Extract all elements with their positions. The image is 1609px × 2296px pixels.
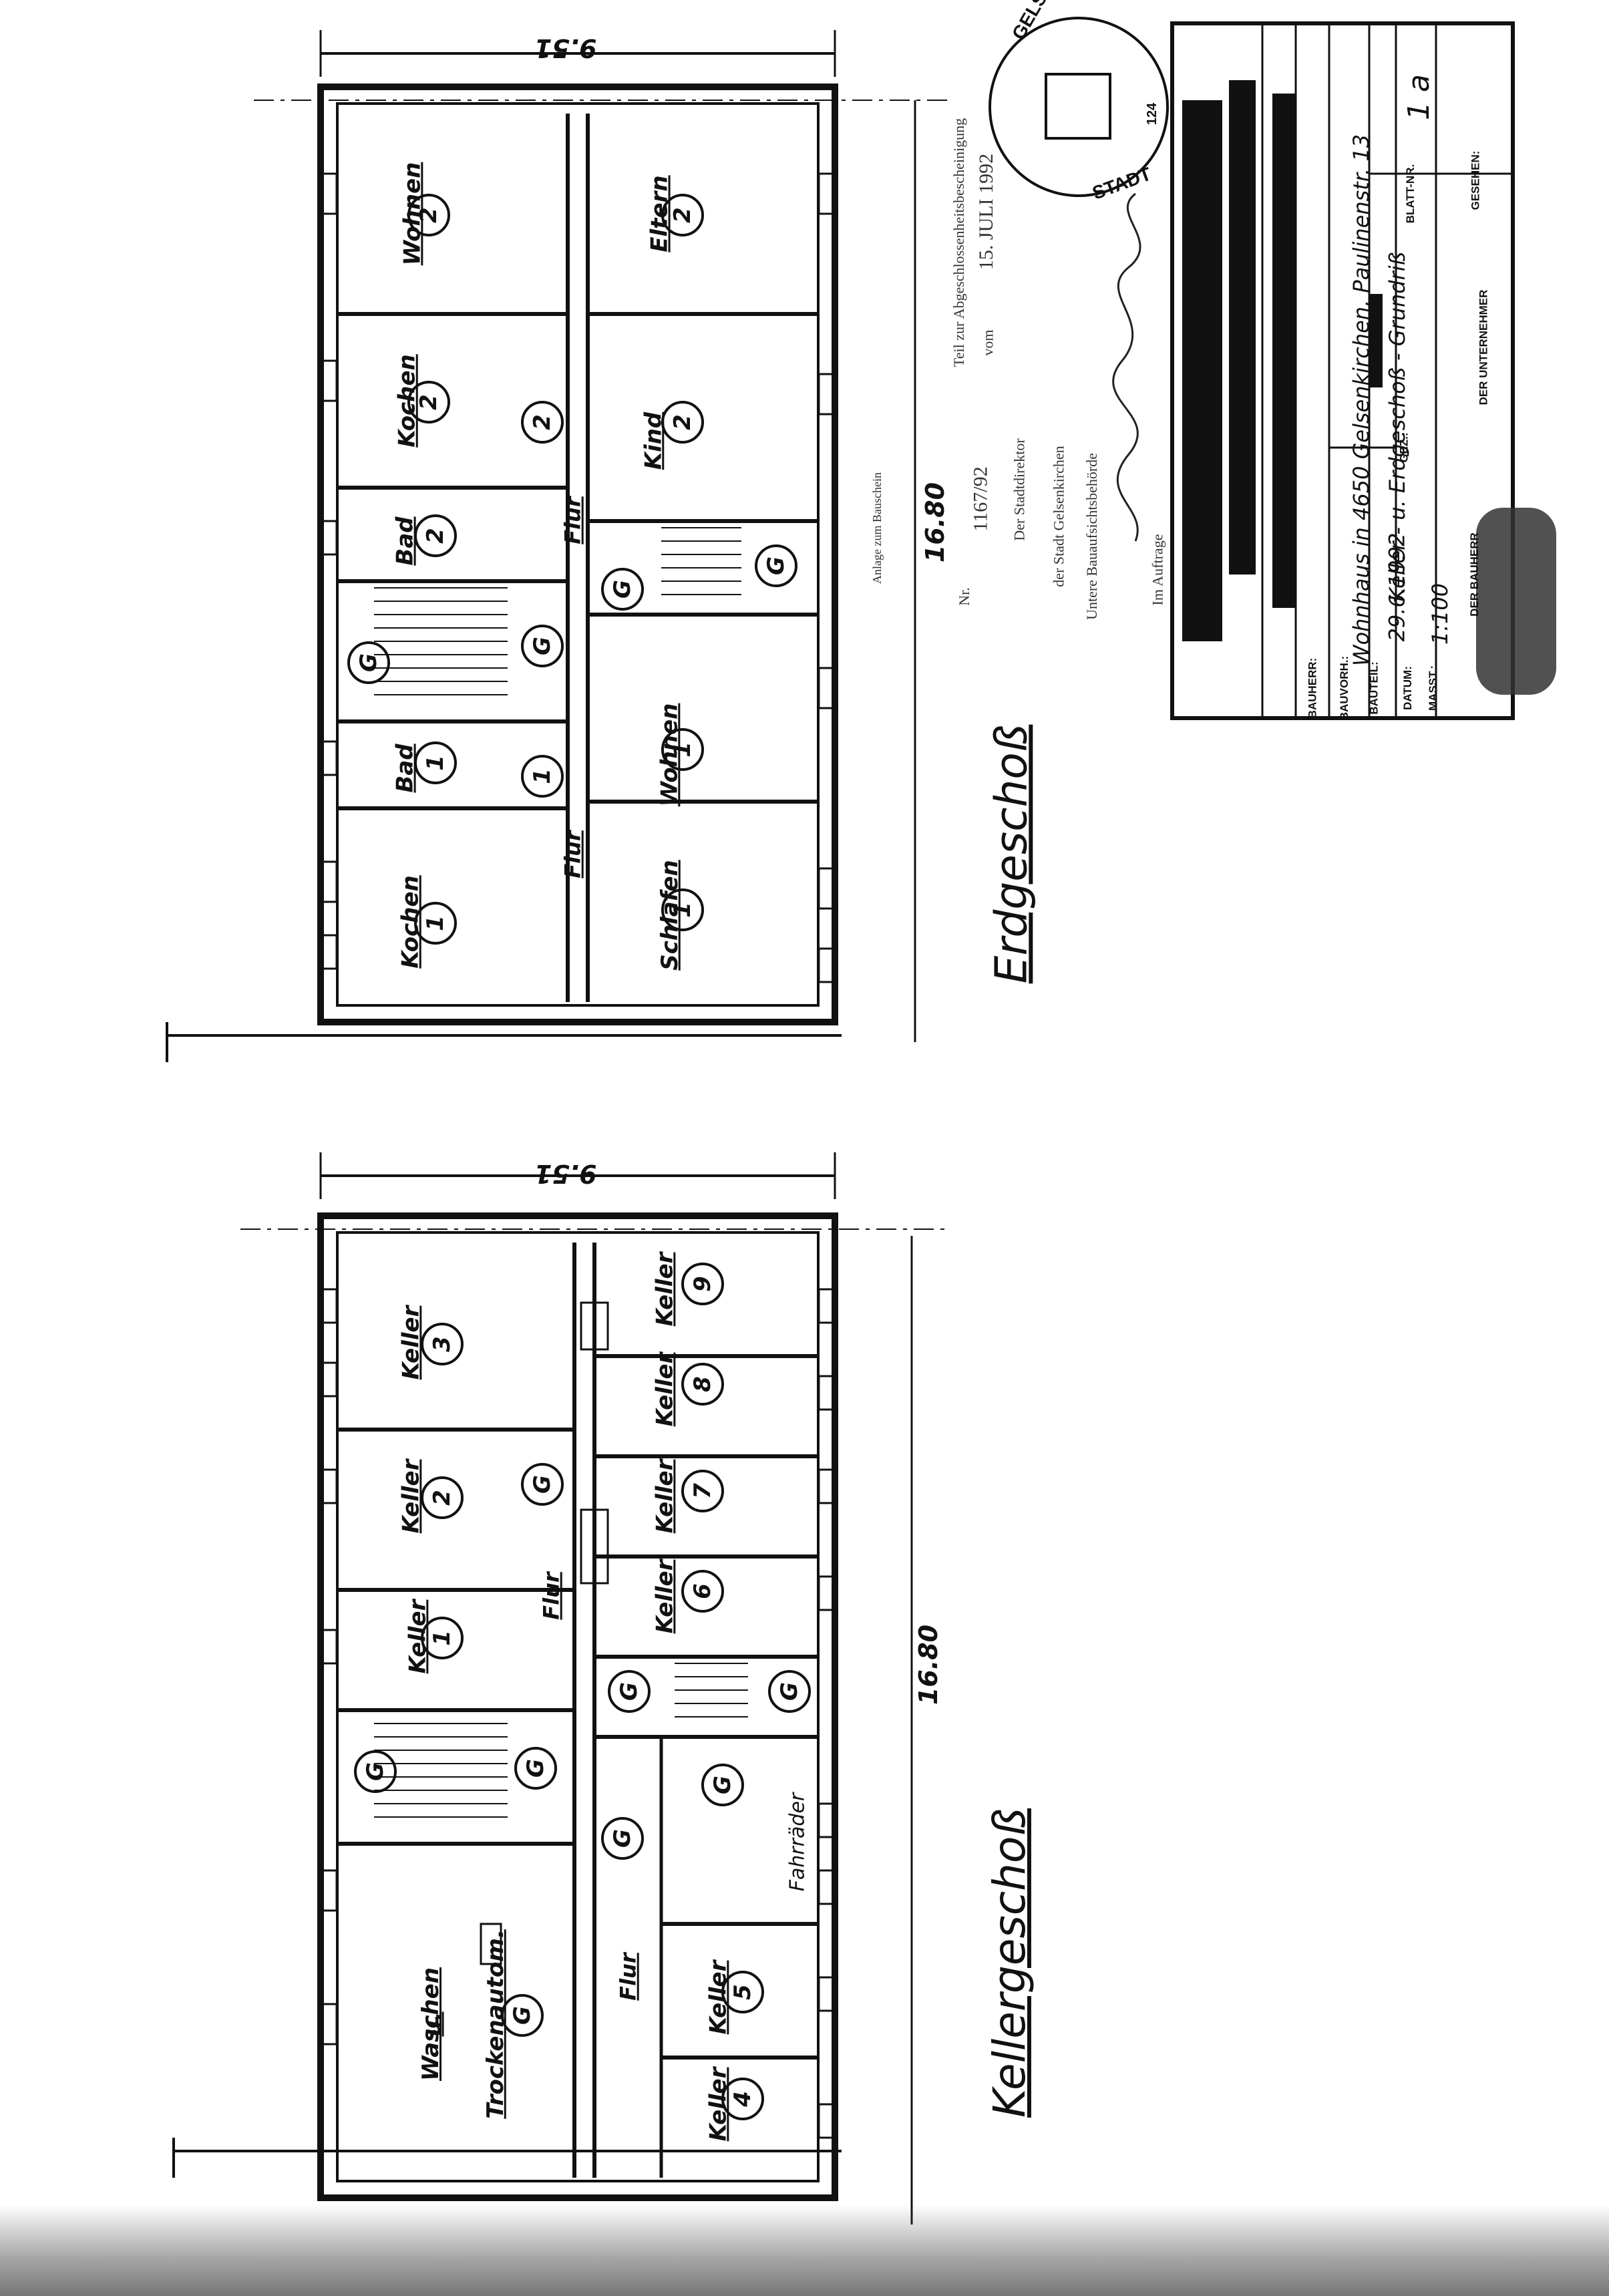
upper-length-dimension: 16.80 [920, 482, 950, 563]
gesehen-label: GESEHEN: [1469, 150, 1482, 210]
level-mark: G [521, 1463, 564, 1506]
lower-length-dimension: 16.80 [914, 1624, 944, 1705]
lower-plan-title: Kellergeschoß [983, 1808, 1035, 2118]
level-mark: G [768, 1670, 811, 1713]
room-label: Keller [651, 1459, 679, 1534]
redaction-block [1182, 100, 1222, 641]
bauteil-label: BAUTEIL: [1367, 661, 1381, 715]
waschen-number: G [501, 1994, 544, 2037]
blatt-value: 1 a [1401, 74, 1436, 120]
room-number: 2 [661, 401, 704, 444]
redaction-block [1272, 94, 1296, 608]
seal-shield [1045, 73, 1111, 140]
redaction-block [1229, 80, 1256, 575]
gez-label: GEZ.: [1397, 432, 1411, 463]
room-number: 5 [721, 1971, 764, 2013]
level-mark: G [514, 1747, 557, 1790]
room-number: 3 [421, 1323, 464, 1365]
bauvorh-value: Wohnhaus in 4650 Gelsenkirchen, Paulinen… [1349, 134, 1375, 667]
upper-width-dimension: 9.51 [534, 33, 597, 63]
stair-mark: G [601, 568, 644, 611]
room-number: 1 [414, 902, 457, 945]
cert-line3: Der Stadtdirektor [1011, 438, 1028, 541]
waschen-label-u: u. [419, 2011, 447, 2037]
bauherr2-label: DER BAUHERR [1467, 532, 1481, 617]
room-number: 1 [661, 728, 704, 771]
flur-label: Flur [560, 830, 586, 878]
stair-mark: G [347, 641, 390, 684]
room-number: 2 [414, 514, 457, 557]
scan-edge-shadow [0, 2204, 1609, 2296]
datum-value: 29.6.1992 [1384, 532, 1410, 642]
cert-line4: der Stadt Gelsenkirchen [1050, 446, 1067, 587]
room-number: 2 [421, 1476, 464, 1519]
level-mark: G [601, 1817, 644, 1860]
upper-plan-title: Erdgeschoß [985, 724, 1037, 984]
room-number: 1 [421, 1617, 464, 1659]
room-number: 1 [414, 742, 457, 784]
city-seal: GELSENKIRCHEN STADT 124 [989, 0, 1169, 204]
fahrrader-label: Fahrräder [785, 1792, 810, 1892]
flur-number: 2 [521, 401, 564, 444]
stair-mark: G [521, 625, 564, 667]
datum-label: DATUM: [1401, 666, 1414, 710]
stair-mark: G [755, 544, 797, 587]
room-number: 8 [681, 1363, 724, 1406]
lower-width-dimension: 9.51 [534, 1159, 597, 1188]
level-mark: G [608, 1670, 651, 1713]
cert-line2-prefix: Nr. [955, 587, 972, 606]
room-number: 2 [661, 194, 704, 236]
unternehmer-label: DER UNTERNEHMER [1477, 289, 1490, 405]
smudge-block [1476, 508, 1556, 695]
room-number: 1 [661, 888, 704, 931]
room-number: 6 [681, 1570, 724, 1613]
masst-label: MASST.: [1427, 665, 1439, 711]
cert-line2-num: 1167/92 [969, 466, 992, 532]
room-number: 2 [407, 381, 450, 424]
masst-value: 1:100 [1427, 583, 1453, 645]
cert-line2-mid: vom [979, 329, 997, 356]
blatt-label: BLATT-NR. [1404, 164, 1417, 224]
cert-line2-date: 15. JULI 1992 [975, 153, 998, 271]
signature-image [1112, 192, 1141, 542]
room-number: 4 [721, 2078, 764, 2120]
room-number: 9 [681, 1263, 724, 1305]
room-label: Keller [651, 1559, 679, 1634]
cert-line1: Teil zur Abgeschlossenheitsbescheinigung [950, 118, 968, 367]
level-mark: G [354, 1750, 397, 1793]
flur-label: Flur [560, 496, 586, 544]
bauherr-label: BAUHERR: [1306, 657, 1319, 719]
room-number: 2 [407, 194, 450, 236]
cert-small: Anlage zum Bauschein [870, 472, 884, 584]
flur-label: Flur [615, 1953, 641, 2001]
room-label: Keller [651, 1252, 679, 1327]
room-number: 7 [681, 1470, 724, 1512]
seal-number: 124 [1145, 102, 1160, 126]
level-mark: G [701, 1764, 744, 1806]
flur-number: 1 [521, 755, 564, 798]
flur-label: Flur [538, 1572, 564, 1620]
room-label: Keller [651, 1352, 679, 1427]
redaction-block [1369, 294, 1383, 387]
